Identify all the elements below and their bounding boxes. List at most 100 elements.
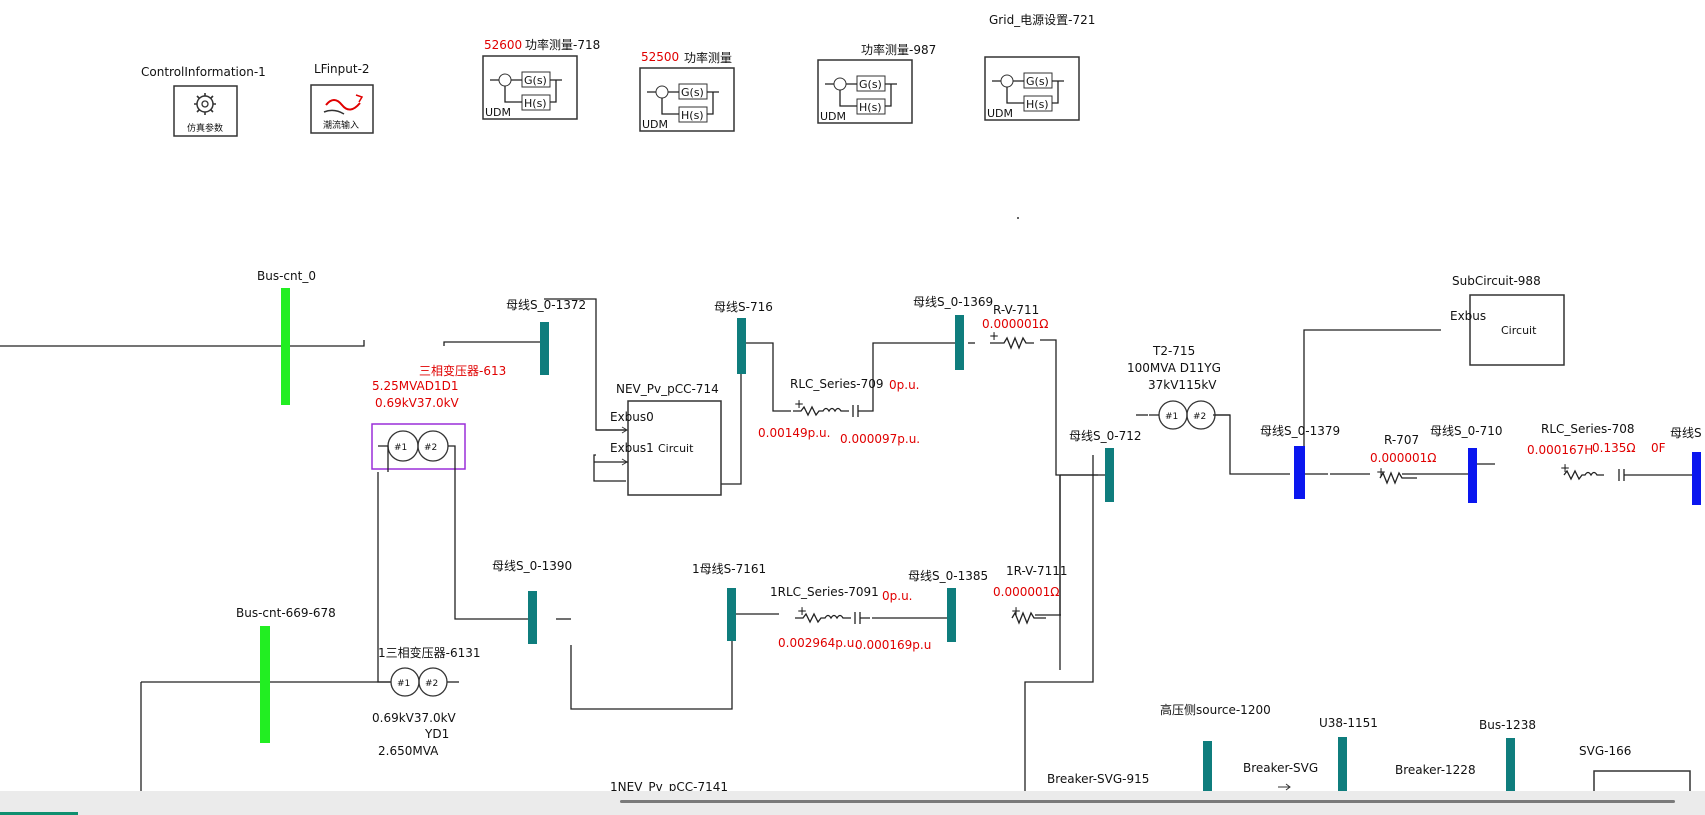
bus-712-label: 母线S_0-712 xyxy=(1069,429,1142,443)
bus-1385-label: 母线S_0-1385 xyxy=(908,569,988,583)
breaker-1228[interactable]: Breaker-1228 xyxy=(1395,763,1476,777)
breaker-svg-label: Breaker-SVG xyxy=(1243,761,1318,775)
lf-input-block[interactable]: LFinput-2 潮流输入 xyxy=(310,62,374,134)
breaker-915-label: Breaker-SVG-915 xyxy=(1047,772,1149,786)
nev-pv-pcc-714[interactable]: NEV_Pv_pCC-714 Exbus0 Exbus1 Circuit xyxy=(594,382,722,496)
rv-7111-plus: + xyxy=(1011,604,1021,618)
udm-987-tag: UDM xyxy=(820,110,846,123)
transformer-715[interactable]: T2-715 100MVA D11YG 37kV115kV #1 #2 xyxy=(1127,344,1230,430)
udm-block-987[interactable]: 功率测量-987 G(s) H(s) UDM xyxy=(817,42,936,124)
nev-714-body: Circuit xyxy=(658,442,694,455)
rlc-series-708[interactable]: RLC_Series-708 0.000167H 0.135Ω 0F + xyxy=(1527,422,1666,481)
bus-source-1200[interactable]: 高压侧source-1200 xyxy=(1160,702,1271,793)
bus-1200-label: 高压侧source-1200 xyxy=(1160,702,1271,717)
t613-voltage: 0.69kV37.0kV xyxy=(375,396,460,410)
t613-rating: 5.25MVAD1D1 xyxy=(372,379,458,393)
t6131-w2: #2 xyxy=(425,679,438,689)
t613-name: 三相变压器-613 xyxy=(419,363,506,378)
bus-cnt-669-label: Bus-cnt-669-678 xyxy=(236,606,336,620)
transformer-613[interactable]: 三相变压器-613 5.25MVAD1D1 0.69kV37.0kV #1 #2 xyxy=(371,363,506,472)
breaker-svg-915[interactable]: Breaker-SVG-915 xyxy=(1047,772,1149,786)
rv-7111-val: 0.000001Ω xyxy=(993,585,1059,599)
horizontal-scrollbar[interactable] xyxy=(0,791,1705,815)
rlc-708-l: 0.000167H xyxy=(1527,443,1593,457)
rlc-709-r: 0.00149p.u. xyxy=(758,426,830,440)
udm-718-g: G(s) xyxy=(524,74,547,87)
udm-987-g: G(s) xyxy=(859,78,882,91)
bus-s0-712[interactable]: 母线S_0-712 xyxy=(1069,429,1142,502)
bus-1379-label: 母线S_0-1379 xyxy=(1260,424,1340,438)
bus-1238-label: Bus-1238 xyxy=(1479,718,1536,732)
udm-718-prefix: 52600 xyxy=(484,38,522,52)
rlc-series-7091[interactable]: 1RLC_Series-7091 0p.u. + 0.002964p.u. 0.… xyxy=(770,585,931,652)
nev-7141-title: 1NEV_Pv_pCC-7141 xyxy=(610,780,728,794)
wires xyxy=(0,298,1692,812)
t715-w1: #1 xyxy=(1165,412,1178,422)
rlc-709-val: 0p.u. xyxy=(889,378,920,392)
horizontal-scrollbar-thumb[interactable] xyxy=(620,800,1675,803)
udm-718-title: 功率测量-718 xyxy=(525,37,600,52)
udm-block-718[interactable]: 52600 功率测量-718 G(s) H(s) UDM xyxy=(482,37,600,120)
bus-7161-label: 1母线S-7161 xyxy=(692,562,766,576)
bus-1369-label: 母线S_0-1369 xyxy=(913,295,993,309)
bus-edge-label: 母线S xyxy=(1670,426,1702,440)
svg-166-label: SVG-166 xyxy=(1579,744,1631,758)
bus-s0-1390[interactable]: 母线S_0-1390 xyxy=(492,559,572,644)
udm-721-title: Grid_电源设置-721 xyxy=(989,13,1095,27)
bus-cnt-0[interactable]: Bus-cnt_0 xyxy=(257,269,316,405)
r-707-plus: + xyxy=(1376,465,1386,479)
gear-icon xyxy=(194,93,216,115)
t715-name: T2-715 xyxy=(1152,344,1195,358)
t6131-w1: #1 xyxy=(397,679,410,689)
bus-s-7161[interactable]: 1母线S-7161 xyxy=(692,562,766,641)
bus-s0-1385[interactable]: 母线S_0-1385 xyxy=(908,569,988,642)
lf-input-title: LFinput-2 xyxy=(314,62,370,76)
bus-u38-1151[interactable]: U38-1151 xyxy=(1319,716,1378,792)
rlc-709-c: 0.000097p.u. xyxy=(840,432,920,446)
bus-1151-label: U38-1151 xyxy=(1319,716,1378,730)
bus-s-edge[interactable]: 母线S xyxy=(1670,426,1702,505)
subcircuit-988[interactable]: SubCircuit-988 Exbus Circuit xyxy=(1450,274,1565,366)
control-information-caption: 仿真参数 xyxy=(187,122,223,134)
breaker-1228-label: Breaker-1228 xyxy=(1395,763,1476,777)
udm-721-g: G(s) xyxy=(1026,75,1049,88)
nev-714-port0: Exbus0 xyxy=(610,410,654,424)
t6131-voltage: 0.69kV37.0kV xyxy=(372,711,457,725)
rlc-708-title: RLC_Series-708 xyxy=(1541,422,1635,436)
bus-s0-1379[interactable]: 母线S_0-1379 xyxy=(1260,424,1340,499)
bus-cnt-669-678[interactable]: Bus-cnt-669-678 xyxy=(236,606,336,743)
bus-s-716[interactable]: 母线S-716 xyxy=(714,300,773,374)
rlc-series-709[interactable]: RLC_Series-709 0p.u. + 0.00149p.u. 0.000… xyxy=(758,377,920,446)
udm-718-h: H(s) xyxy=(524,97,547,110)
control-information-block[interactable]: ControlInformation-1 仿真参数 xyxy=(141,65,266,137)
r-707[interactable]: R-707 0.000001Ω + xyxy=(1370,433,1436,485)
bus-1238[interactable]: Bus-1238 xyxy=(1479,718,1536,792)
sub-988-port: Exbus xyxy=(1450,309,1486,323)
bus-1390-label: 母线S_0-1390 xyxy=(492,559,572,573)
nev-pv-pcc-7141[interactable]: 1NEV_Pv_pCC-7141 xyxy=(610,780,728,794)
bus-1372-label: 母线S_0-1372 xyxy=(506,298,586,312)
udm-block-721[interactable]: Grid_电源设置-721 G(s) H(s) UDM xyxy=(984,13,1095,121)
rv-711-title: R-V-711 xyxy=(993,303,1039,317)
breaker-svg[interactable]: Breaker-SVG xyxy=(1243,761,1318,791)
bus-cnt-0-label: Bus-cnt_0 xyxy=(257,269,316,283)
bus-s0-1372[interactable]: 母线S_0-1372 xyxy=(506,298,586,375)
udm-2-tag: UDM xyxy=(642,118,668,131)
nev-714-port1: Exbus1 xyxy=(610,441,654,455)
rlc-7091-r: 0.002964p.u. xyxy=(778,636,858,650)
transformer-6131[interactable]: 1三相变压器-6131 #1 #2 0.69kV37.0kV YD1 2.650… xyxy=(372,645,481,758)
sub-988-title: SubCircuit-988 xyxy=(1452,274,1541,288)
wave-arrow-icon xyxy=(323,94,364,115)
t6131-rating: 2.650MVA xyxy=(378,744,439,758)
rv-711-val: 0.000001Ω xyxy=(982,317,1048,331)
t613-w1: #1 xyxy=(394,443,407,453)
udm-block-52500[interactable]: 52500 功率测量 G(s) H(s) UDM xyxy=(639,50,735,132)
r-707-title: R-707 xyxy=(1384,433,1419,447)
bus-s0-710[interactable]: 母线S_0-710 xyxy=(1430,424,1503,503)
r-v-711[interactable]: R-V-711 0.000001Ω + xyxy=(982,303,1048,350)
bus-s0-1369[interactable]: 母线S_0-1369 xyxy=(913,295,993,370)
udm-718-tag: UDM xyxy=(485,106,511,119)
rv-711-plus: + xyxy=(989,329,999,343)
r-v-7111[interactable]: 1R-V-7111 0.000001Ω + xyxy=(993,564,1068,625)
